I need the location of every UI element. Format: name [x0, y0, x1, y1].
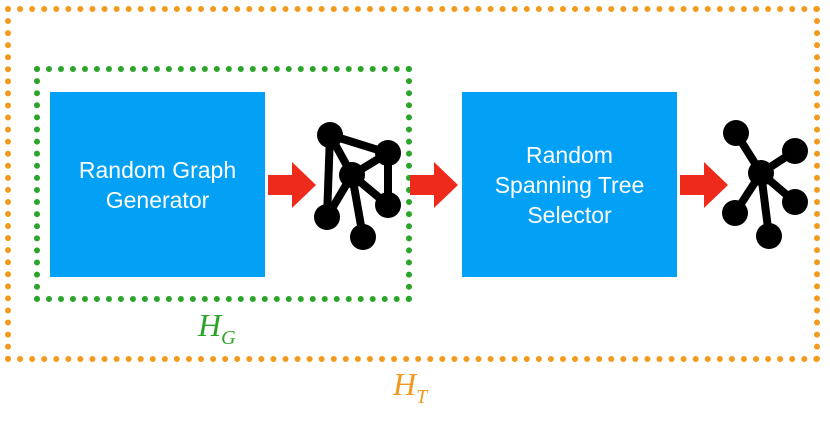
arrow-right-icon [410, 162, 458, 208]
label-hg-main: H [198, 307, 222, 343]
arrow-right-icon [268, 162, 316, 208]
system-boundary-ht [5, 6, 820, 362]
random-spanning-tree-selector-block: Random Spanning Tree Selector [462, 92, 677, 277]
label-hg: HG [198, 307, 236, 350]
system-boundary-hg [34, 66, 412, 302]
label-hg-sub: G [221, 327, 236, 349]
tree-icon [722, 120, 808, 249]
graph-icon [314, 122, 401, 250]
arrow-right-icon [680, 162, 728, 208]
label-ht: HT [393, 366, 427, 409]
label-ht-main: H [393, 366, 417, 402]
random-graph-generator-block: Random Graph Generator [50, 92, 265, 277]
label-ht-sub: T [416, 386, 428, 408]
